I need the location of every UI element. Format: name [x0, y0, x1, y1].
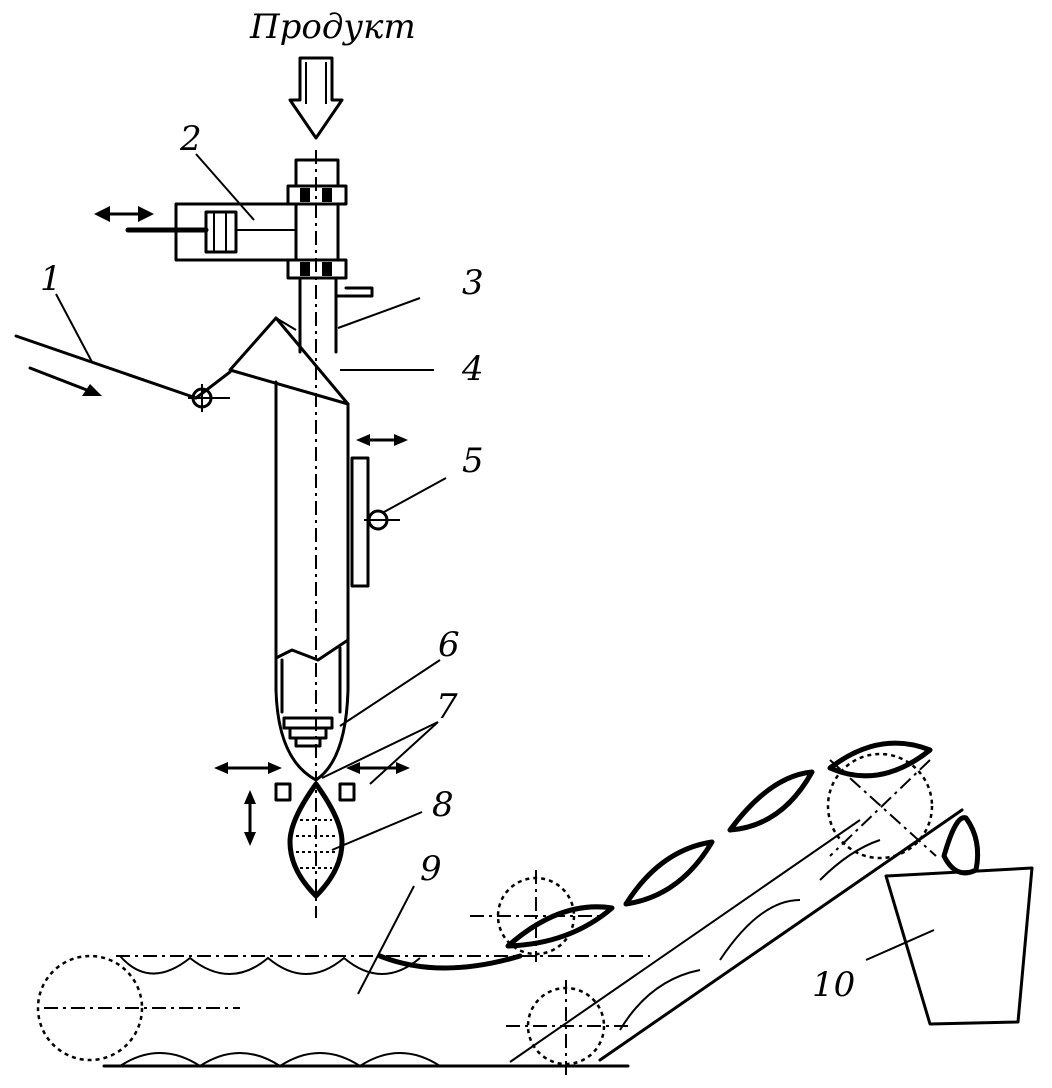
label-1: 1: [40, 259, 62, 299]
label-3: 3: [462, 263, 484, 303]
dosing-head: [286, 158, 348, 280]
label-5: 5: [462, 441, 484, 481]
filled-package: [287, 781, 345, 899]
forming-tube: [274, 380, 350, 782]
label-9: 9: [420, 849, 442, 889]
film-direction-arrow-icon: [82, 384, 102, 396]
product-title: Продукт: [249, 7, 416, 47]
label-8: 8: [432, 785, 454, 825]
transverse-sealing-jaws: [214, 716, 410, 846]
dosing-tube: [298, 276, 374, 354]
longitudinal-sealer: [350, 434, 408, 588]
piston-cylinder: [125, 202, 298, 262]
forming-shoulder: [228, 316, 350, 406]
conveyor-drum-left-icon: [36, 954, 144, 1062]
piston-motion-arrow: [94, 206, 154, 222]
label-10: 10: [812, 965, 855, 1005]
label-2: 2: [179, 119, 202, 159]
label-4: 4: [461, 349, 484, 389]
product-inflow-arrow: [288, 56, 344, 140]
film-feed: [14, 334, 232, 412]
collection-bin: [884, 866, 1034, 1026]
conveyor-drum-upper-icon: [826, 752, 934, 860]
conveyor: [36, 870, 650, 1080]
leader-lines: [55, 153, 935, 995]
inclined-conveyor: [505, 740, 981, 1063]
label-7: 7: [436, 687, 458, 727]
label-6: 6: [438, 625, 460, 665]
